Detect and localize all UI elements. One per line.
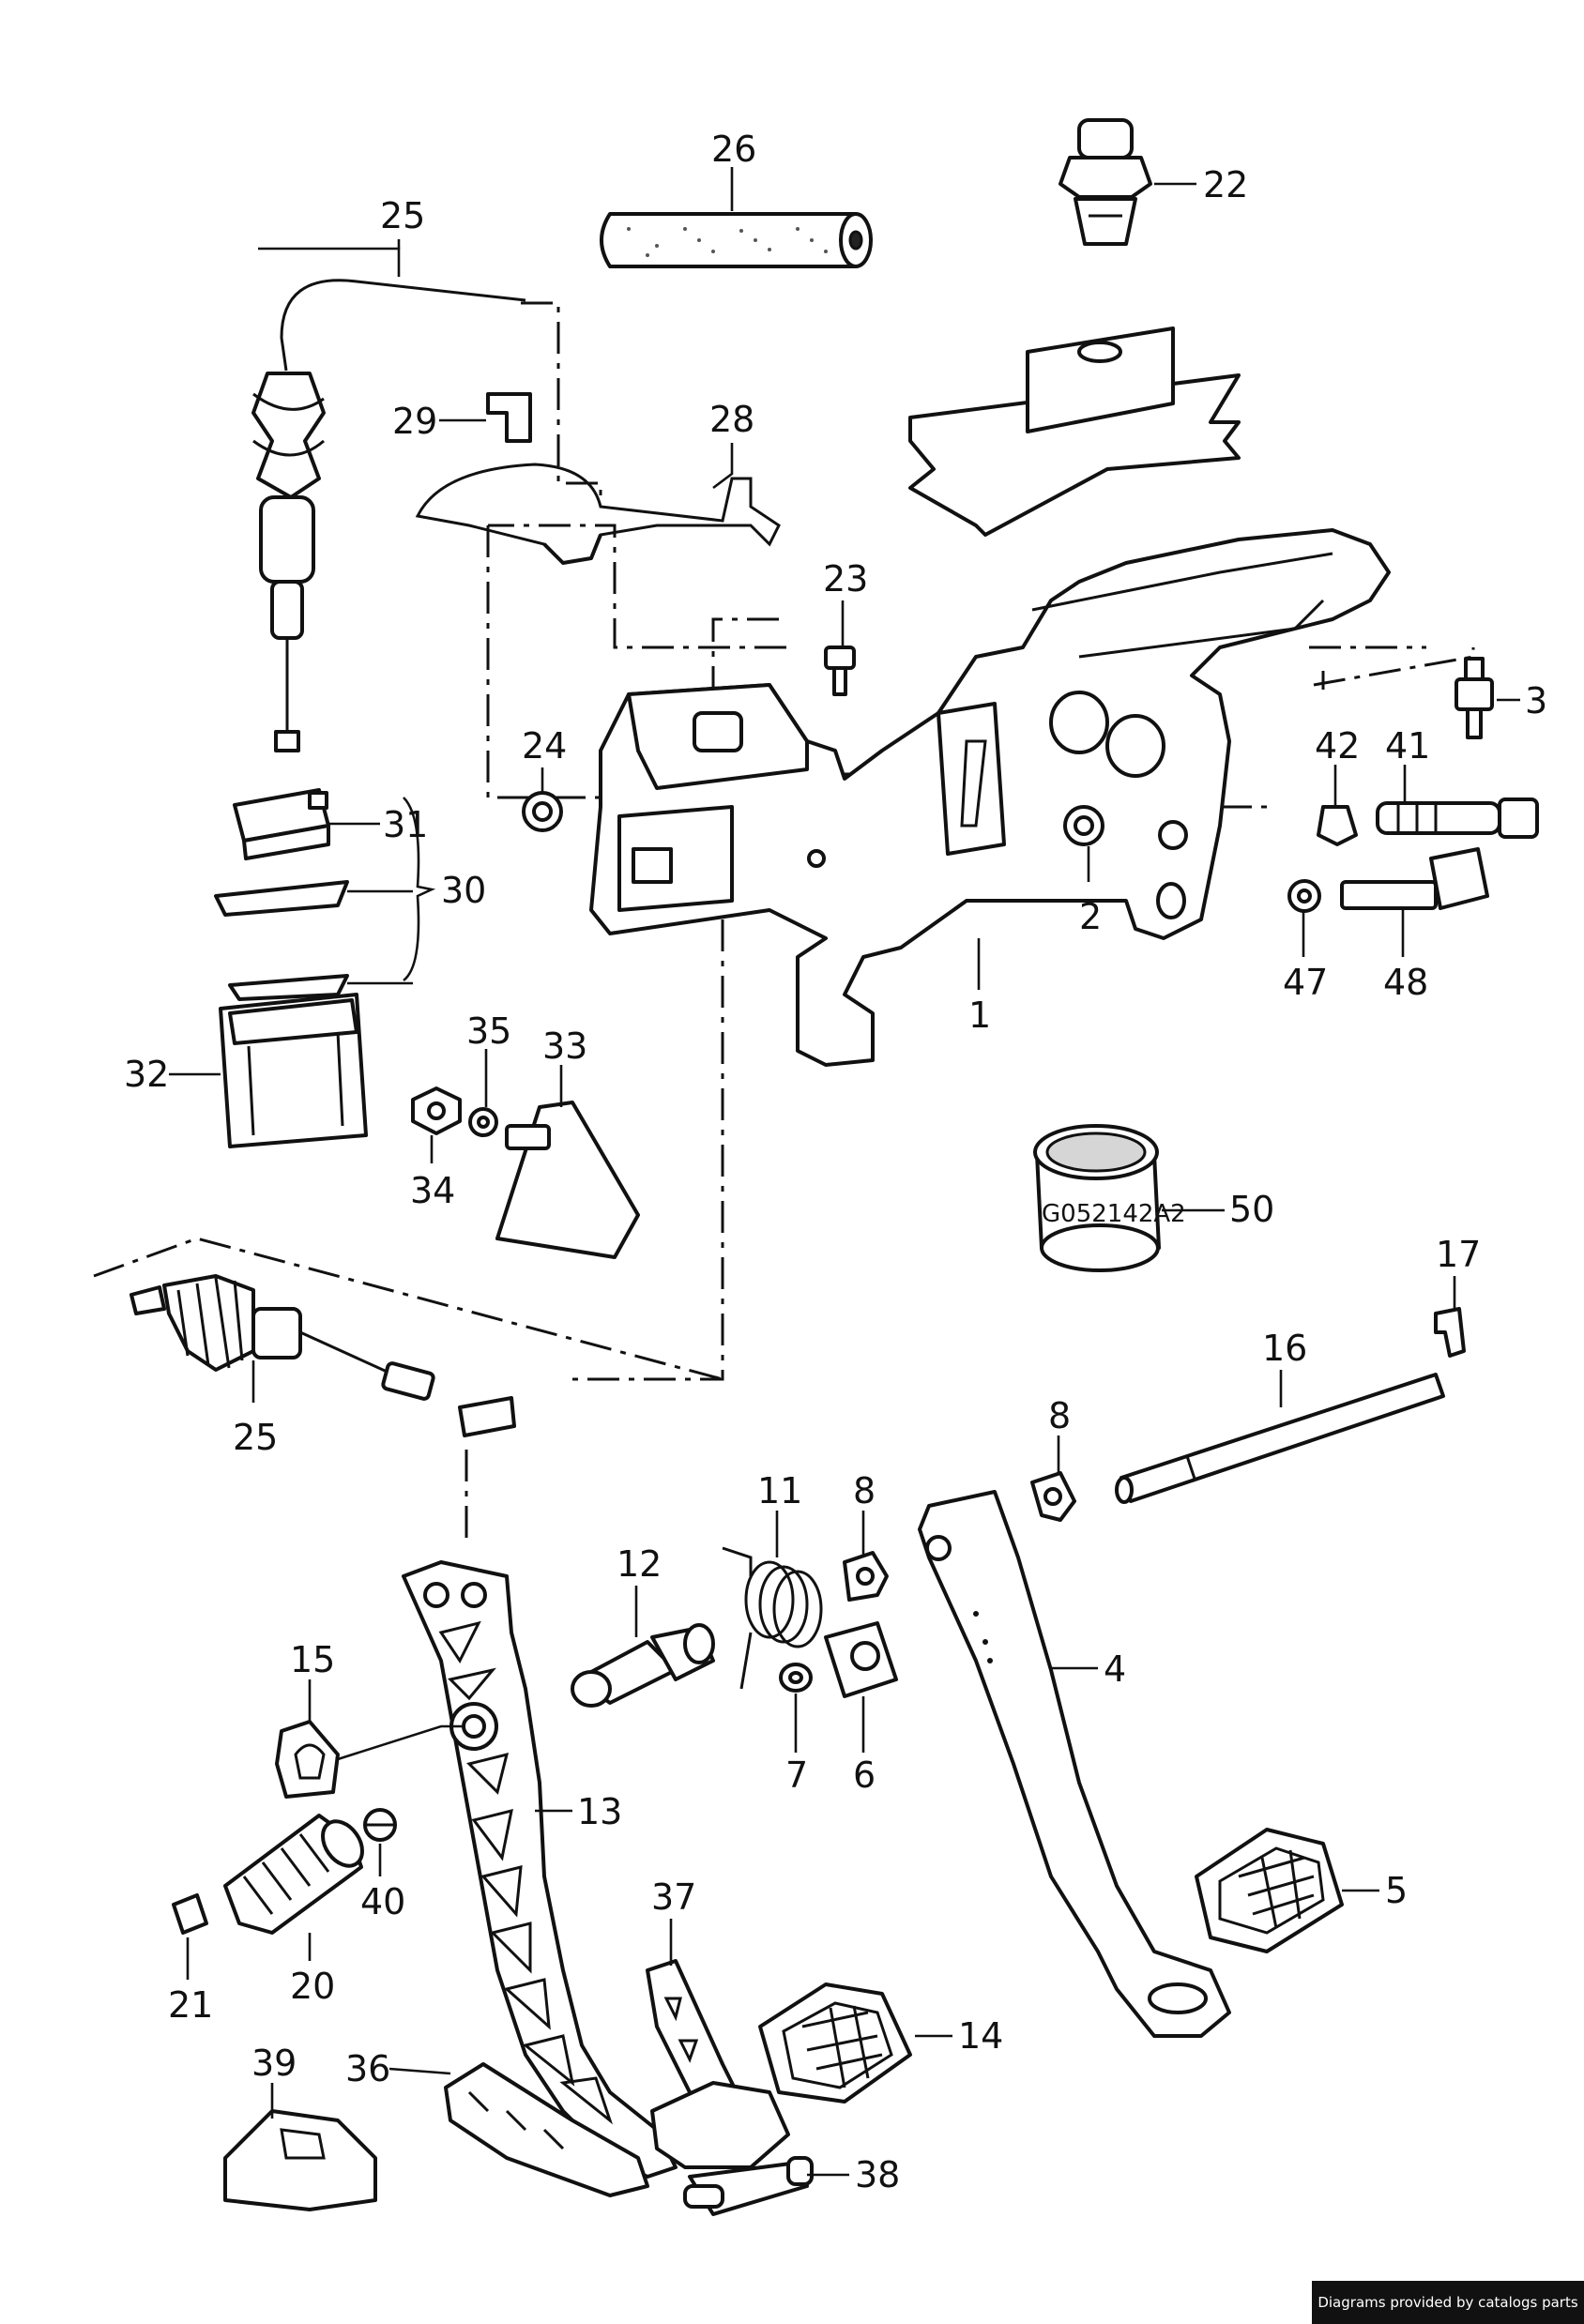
grease-tin-part-50: G052142A2 bbox=[1033, 1124, 1186, 1272]
callout-48: 48 bbox=[1383, 962, 1428, 1003]
clutch-foot-rest bbox=[650, 2081, 790, 2169]
washer-part-7 bbox=[779, 1663, 813, 1693]
callout-40: 40 bbox=[360, 1881, 405, 1922]
callout-17: 17 bbox=[1436, 1234, 1481, 1275]
clip-plate-part-30a bbox=[214, 880, 349, 917]
clip-part-29 bbox=[486, 392, 532, 443]
callout-3: 3 bbox=[1525, 680, 1547, 722]
upper-cable-part bbox=[251, 279, 526, 752]
clip-plate-part-30b bbox=[228, 974, 349, 1001]
bushing-part-8a bbox=[1030, 1471, 1076, 1522]
cap-part-42 bbox=[1317, 805, 1358, 846]
bushing-block-part-6 bbox=[824, 1621, 898, 1698]
callout-42: 42 bbox=[1315, 725, 1360, 767]
callout-23: 23 bbox=[823, 558, 868, 600]
adjuster-part-48 bbox=[1340, 847, 1489, 910]
pin-part-40 bbox=[363, 1808, 397, 1842]
callout-24: 24 bbox=[522, 725, 567, 767]
trim-part-36 bbox=[444, 2062, 649, 2197]
callout-31: 31 bbox=[383, 804, 428, 845]
foam-sleeve-part bbox=[600, 212, 873, 268]
clutch-pedal-pad-part-14 bbox=[758, 1982, 912, 2104]
lower-cable-part bbox=[129, 1274, 516, 1437]
wire-spring-part bbox=[415, 463, 781, 565]
callout-4: 4 bbox=[1104, 1648, 1126, 1690]
callout-2: 2 bbox=[1079, 896, 1102, 937]
screw-part-23 bbox=[824, 646, 856, 696]
diagram-credit-banner: Diagrams provided by catalogs parts bbox=[1312, 2281, 1584, 2324]
callout-25-lower: 25 bbox=[233, 1417, 278, 1458]
callout-37: 37 bbox=[651, 1876, 696, 1918]
nut-part-2 bbox=[1063, 805, 1104, 846]
callout-36: 36 bbox=[345, 2048, 390, 2089]
callout-32: 32 bbox=[124, 1054, 169, 1095]
cover-part-39 bbox=[223, 2109, 377, 2211]
bracket-part-33 bbox=[495, 1101, 640, 1259]
callout-25-upper: 25 bbox=[380, 195, 425, 236]
callout-14: 14 bbox=[958, 2015, 1003, 2057]
over-center-spring-part-20 bbox=[223, 1814, 364, 1935]
callout-1: 1 bbox=[968, 995, 991, 1036]
callout-16: 16 bbox=[1262, 1328, 1307, 1369]
callout-30: 30 bbox=[441, 870, 486, 911]
callout-20: 20 bbox=[290, 1966, 335, 2007]
callout-22: 22 bbox=[1203, 164, 1248, 205]
bushing-part-8b bbox=[843, 1551, 889, 1602]
callout-13: 13 bbox=[577, 1791, 622, 1832]
nut-part-24 bbox=[522, 791, 563, 832]
callout-21: 21 bbox=[168, 1984, 213, 2026]
callout-47: 47 bbox=[1283, 962, 1328, 1003]
cap-part-21 bbox=[172, 1893, 208, 1935]
leader-lines bbox=[169, 167, 1520, 2177]
brake-pedal-arm-part-4 bbox=[918, 1490, 1231, 2038]
return-spring-part-11 bbox=[722, 1546, 823, 1690]
buffer-part bbox=[1059, 118, 1152, 246]
callout-8-lower: 8 bbox=[853, 1470, 876, 1511]
callout-15: 15 bbox=[290, 1639, 335, 1680]
callout-41: 41 bbox=[1385, 725, 1430, 767]
callout-7: 7 bbox=[785, 1754, 808, 1796]
callout-26: 26 bbox=[711, 129, 756, 170]
clip-part-15 bbox=[275, 1720, 340, 1799]
callout-50: 50 bbox=[1229, 1189, 1274, 1230]
clip-part-17 bbox=[1434, 1307, 1466, 1358]
callout-12: 12 bbox=[617, 1543, 662, 1585]
brake-pedal-pad-part-5 bbox=[1195, 1828, 1344, 1953]
insert-part-31 bbox=[233, 788, 330, 860]
block-part-32 bbox=[219, 993, 368, 1148]
callout-38: 38 bbox=[855, 2154, 900, 2195]
bolt-part-3 bbox=[1455, 657, 1494, 739]
callout-34: 34 bbox=[410, 1170, 455, 1211]
callout-33: 33 bbox=[542, 1025, 587, 1067]
callout-28: 28 bbox=[709, 399, 754, 440]
pivot-pin-part-12 bbox=[571, 1623, 715, 1708]
callout-11: 11 bbox=[757, 1470, 802, 1511]
callout-35: 35 bbox=[466, 1010, 511, 1052]
pin-part-38 bbox=[683, 2156, 814, 2216]
callout-5: 5 bbox=[1385, 1870, 1408, 1911]
washer-part-47 bbox=[1287, 879, 1321, 913]
callout-8-upper: 8 bbox=[1048, 1395, 1071, 1436]
pedal-bracket-part bbox=[589, 528, 1391, 1067]
mounting-plate bbox=[908, 327, 1241, 537]
pivot-shaft-part-16 bbox=[1115, 1373, 1445, 1504]
washer-part-35 bbox=[468, 1107, 498, 1137]
callout-29: 29 bbox=[392, 401, 437, 442]
callout-labels: 22 26 25 29 28 23 24 2 1 3 42 41 47 48 3… bbox=[124, 129, 1547, 2195]
callout-39: 39 bbox=[251, 2043, 297, 2084]
nut-part-34 bbox=[411, 1086, 462, 1135]
tin-label-code: G052142A2 bbox=[1042, 1200, 1186, 1228]
switch-part-41 bbox=[1376, 797, 1539, 839]
callout-6: 6 bbox=[853, 1754, 876, 1796]
